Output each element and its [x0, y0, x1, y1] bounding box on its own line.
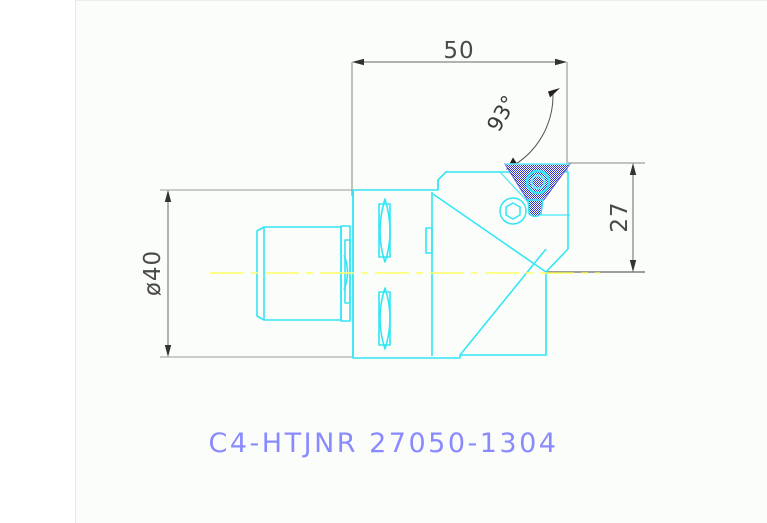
angle-arc-93	[508, 92, 554, 169]
shank-flange-inner	[344, 239, 351, 304]
dimension-label-93: 93°	[482, 91, 521, 135]
screw-hex-socket	[505, 202, 521, 220]
shank-flange	[340, 225, 351, 322]
slot-lower-outer	[379, 287, 391, 350]
dimension-label-50: 50	[443, 38, 474, 64]
dimension-label-d40: ø40	[140, 250, 166, 296]
lower-coolant-slot	[378, 287, 391, 350]
body-diagonal-upper	[432, 193, 547, 273]
insert-bore-inner	[530, 174, 546, 190]
arrow-top-d40	[164, 190, 172, 202]
part-designation-label: C4-HTJNR 27050-1304	[208, 428, 559, 459]
slot-upper-inner	[378, 203, 391, 258]
upper-coolant-slot	[378, 198, 391, 263]
dimension-length-50: 50	[351, 38, 568, 196]
arrow-arc-end-93	[548, 88, 560, 98]
slot-lower-inner	[378, 291, 391, 346]
arrow-top-27	[629, 163, 637, 175]
arrow-bottom-d40	[164, 345, 172, 357]
drawing-sheet	[75, 0, 767, 523]
arrow-left-50	[352, 58, 364, 66]
body-rib-notch-upper	[425, 227, 433, 254]
arrow-right-50	[555, 58, 567, 66]
dimension-diameter-40: ø40	[140, 189, 352, 358]
insert-bore-outer	[525, 169, 551, 195]
dimension-label-27: 27	[607, 201, 633, 232]
screw-head-circle	[499, 197, 527, 225]
slot-upper-outer	[379, 198, 391, 263]
dimension-height-27: 27	[546, 162, 645, 273]
body-diagonal-lower	[459, 248, 547, 356]
tool-geometry	[256, 171, 570, 359]
arrow-bottom-27	[629, 260, 637, 272]
insert-nose-tip	[527, 199, 544, 218]
tool-body	[352, 171, 569, 359]
capto-shank	[256, 225, 351, 322]
triangular-carbide-insert	[504, 163, 571, 218]
hex-clamp-screw	[499, 197, 527, 225]
dimension-angle-93: 93°	[482, 88, 560, 170]
